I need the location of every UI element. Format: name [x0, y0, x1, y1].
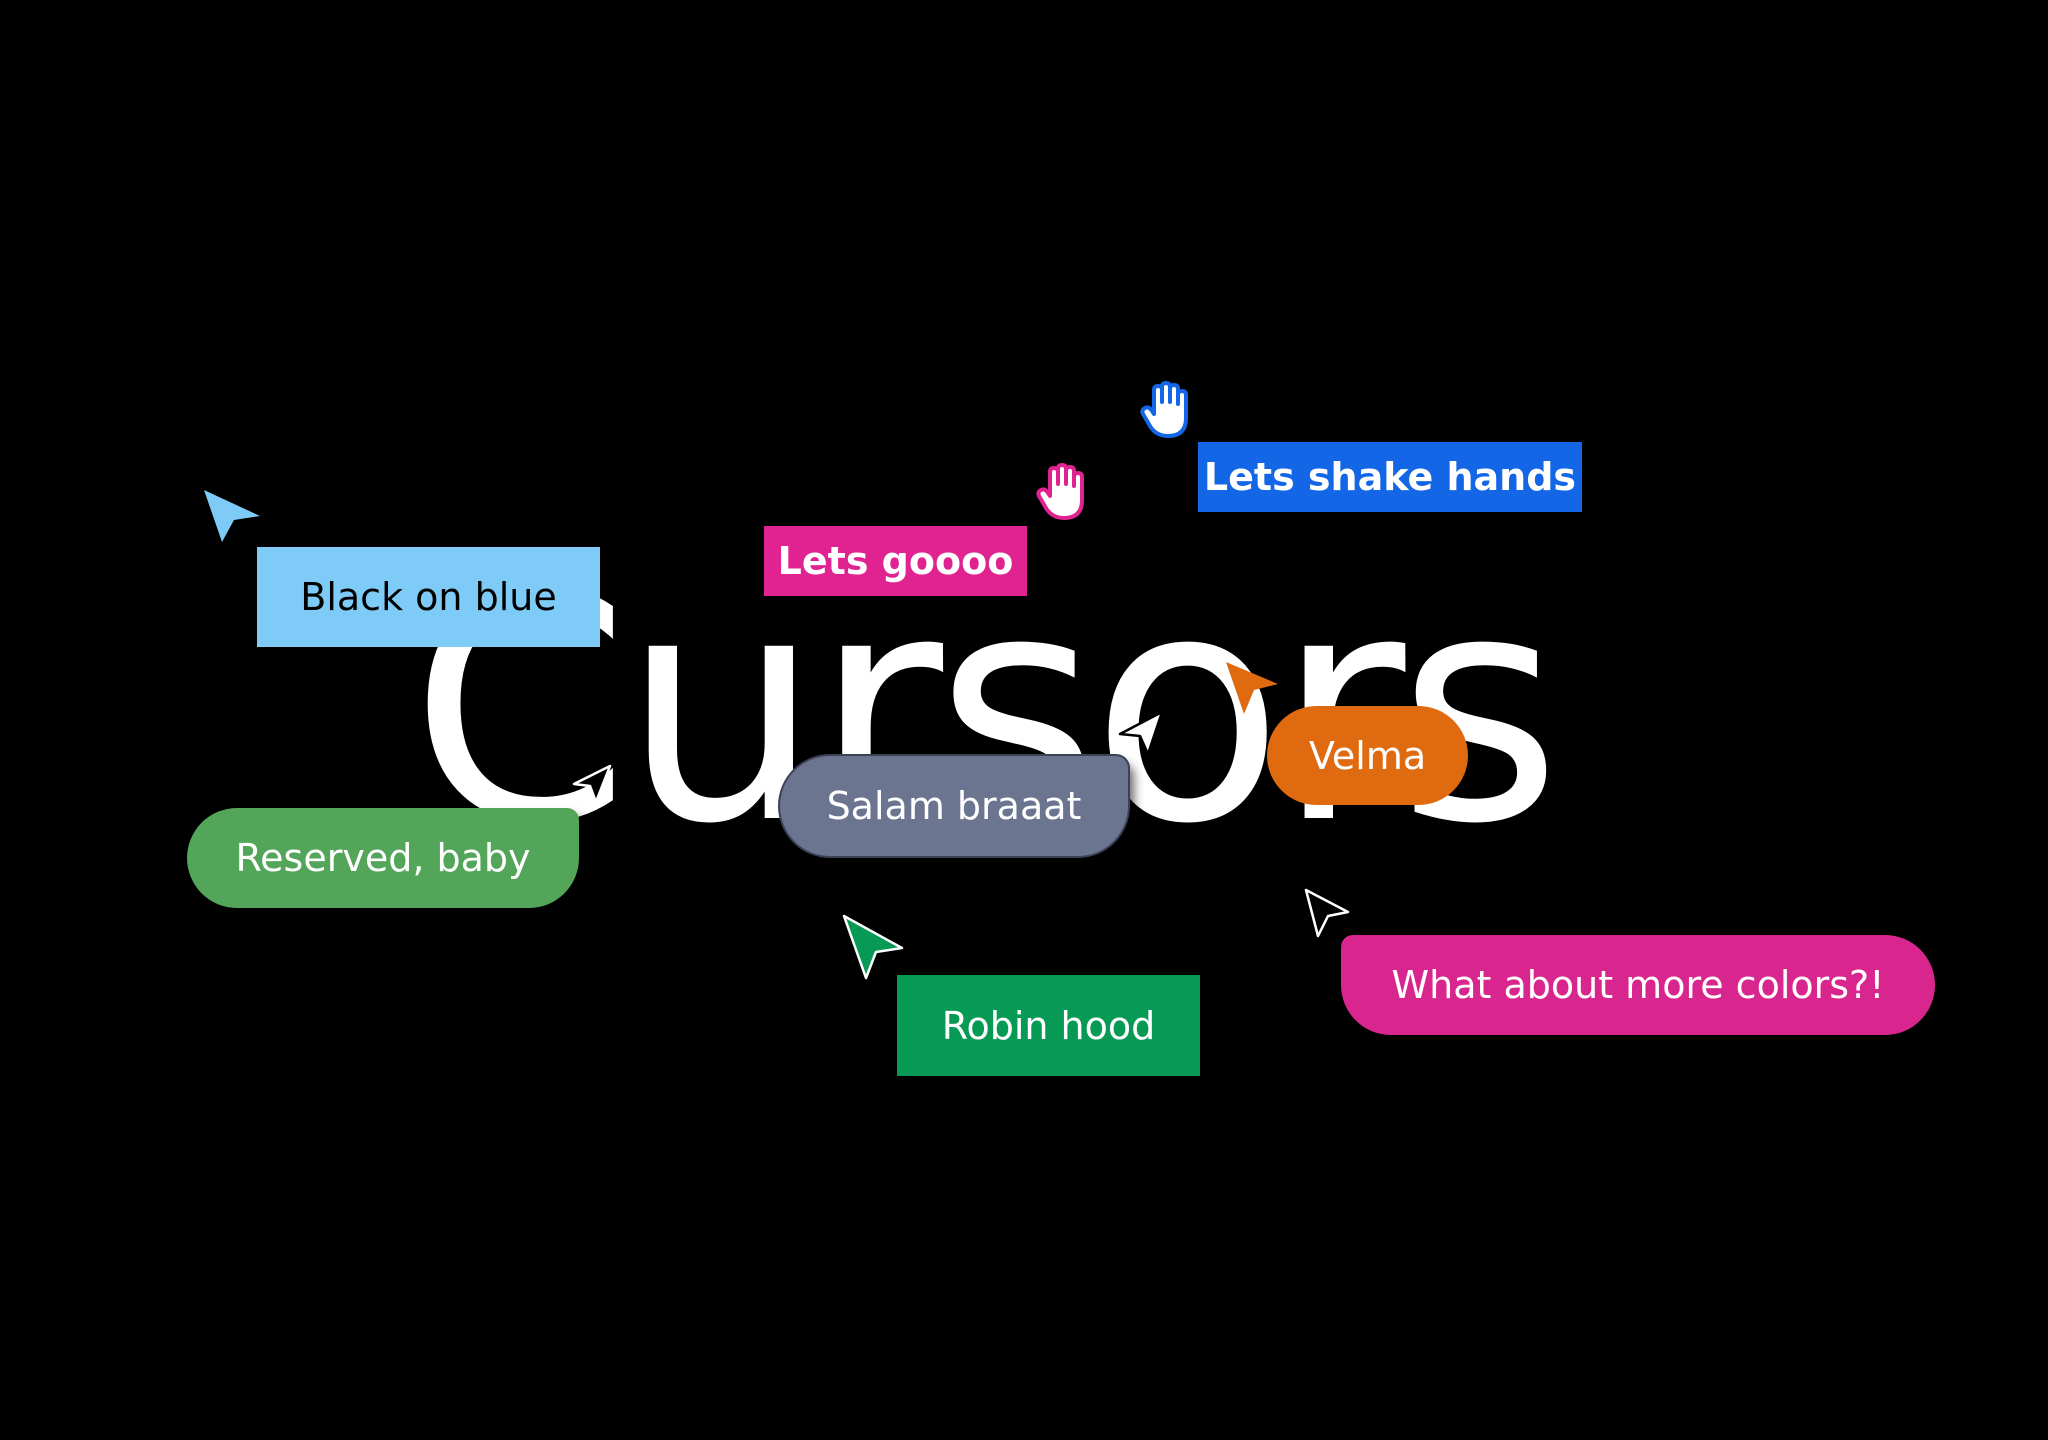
tag-label: Lets shake hands [1203, 455, 1577, 499]
tag-label: Black on blue [300, 575, 557, 619]
orange-arrow-cursor-icon [1226, 662, 1278, 714]
tag-label: Velma [1308, 733, 1427, 778]
tag-label: What about more colors?! [1391, 963, 1885, 1007]
tag-reserved-baby: Reserved, baby [187, 808, 579, 908]
green-arrow-cursor-icon [842, 914, 904, 980]
tag-label: Salam braaat [826, 784, 1082, 828]
outline-arrow-cursor-icon [1304, 888, 1350, 938]
tag-lets-goooo: Lets goooo [764, 526, 1027, 596]
tag-more-colors: What about more colors?! [1341, 935, 1935, 1035]
tag-label: Reserved, baby [235, 836, 531, 880]
tag-robin-hood: Robin hood [897, 975, 1200, 1076]
tag-label: Lets goooo [777, 539, 1014, 583]
tag-salam-braaat: Salam braaat [780, 756, 1128, 856]
pink-hand-cursor-icon [1036, 463, 1084, 520]
outline-arrow-cursor-icon [1118, 710, 1164, 756]
blue-hand-cursor-icon [1140, 381, 1188, 438]
tag-black-on-blue: Black on blue [257, 547, 600, 647]
tag-velma: Velma [1267, 706, 1468, 805]
tag-lets-shake-hands: Lets shake hands [1198, 442, 1582, 512]
tag-label: Robin hood [941, 1003, 1156, 1048]
black-arrow-cursor-icon [572, 764, 612, 804]
light-blue-arrow-cursor-icon [204, 490, 260, 542]
